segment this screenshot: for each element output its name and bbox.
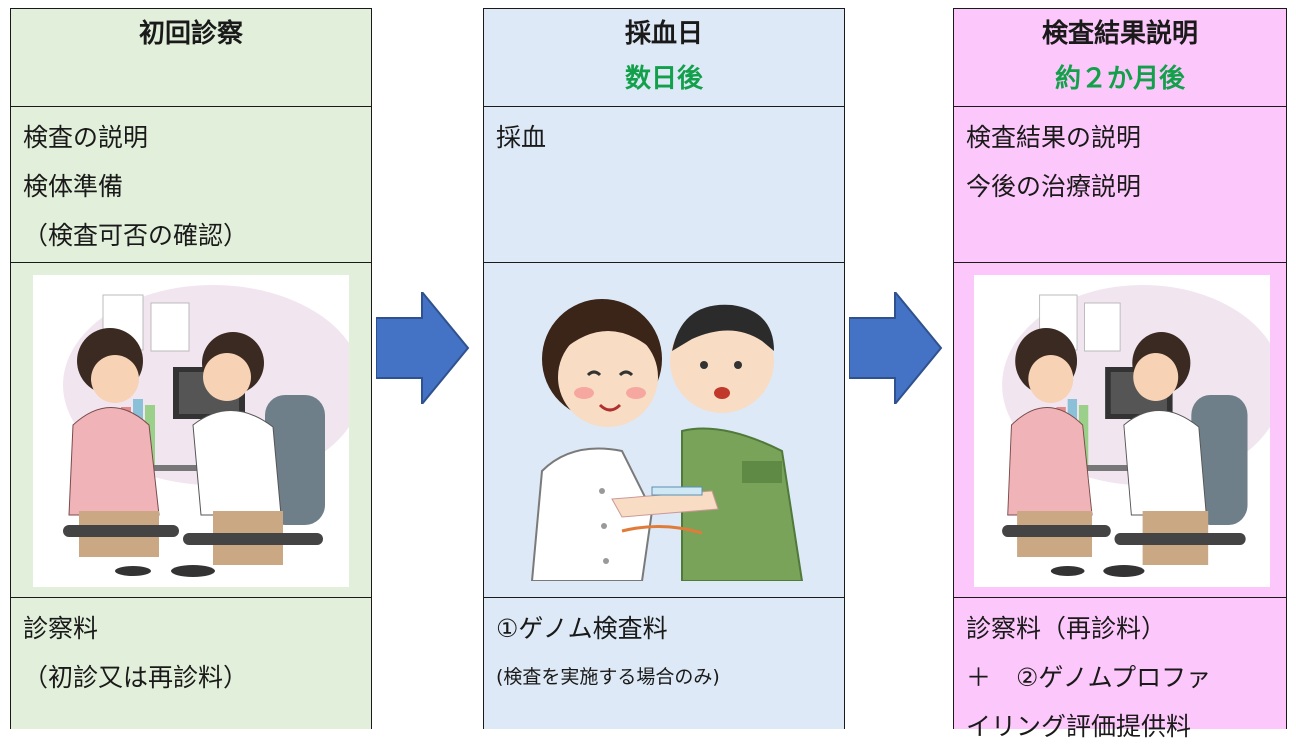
fee-line: （初診又は再診料）	[23, 663, 249, 692]
step-description: 検査の説明 検体準備 （検査可否の確認）	[11, 107, 371, 263]
doctor-consultation-illustration	[33, 275, 349, 587]
step-title: 検査結果説明	[1041, 19, 1198, 49]
fee-line: 診察料（再診料）	[966, 614, 1167, 643]
fee-line: イリング評価提供料	[966, 712, 1192, 741]
blood-draw-illustration	[530, 299, 804, 581]
step-blood-draw: 採血日 数日後 採血 ①ゲノム検査料 (検査を実施する場合のみ)	[483, 8, 845, 729]
description-line: 今後の治療説明	[966, 172, 1142, 201]
description-line: 検査結果の説明	[966, 123, 1142, 152]
description-line: 検体準備	[23, 172, 124, 201]
step-result-explanation: 検査結果説明 約２か月後 検査結果の説明 今後の治療説明	[953, 8, 1287, 741]
step-fees: ①ゲノム検査料 (検査を実施する場合のみ)	[484, 598, 844, 738]
step-fees: 診察料（再診料） ＋ ②ゲノムプロファ イリング評価提供料	[954, 598, 1286, 741]
step-timing: 約２か月後	[1054, 64, 1185, 94]
step-description: 検査結果の説明 今後の治療説明	[954, 107, 1286, 263]
step-title: 採血日	[624, 19, 703, 49]
step-initial-consultation: 初回診察 検査の説明 検体準備 （検査可否の確認）	[10, 8, 372, 729]
step-illustration-cell	[11, 263, 371, 598]
fee-line: 診察料	[23, 614, 99, 643]
step-description: 採血	[484, 107, 844, 263]
description-line: （検査可否の確認）	[23, 221, 249, 250]
step-timing: 数日後	[624, 64, 703, 94]
step-header: 採血日 数日後	[484, 9, 844, 107]
doctor-consultation-illustration	[974, 275, 1270, 587]
right-arrow-icon	[376, 292, 470, 404]
fee-note: (検査を実施する場合のみ)	[496, 666, 720, 688]
fee-line: ＋ ②ゲノムプロファ	[966, 663, 1212, 692]
fee-line: ①ゲノム検査料	[496, 614, 668, 643]
step-title: 初回診察	[138, 19, 243, 49]
step-fees: 診察料 （初診又は再診料）	[11, 598, 371, 738]
step-illustration-cell	[954, 263, 1286, 598]
description-line: 検査の説明	[23, 123, 149, 152]
step-header: 初回診察	[11, 9, 371, 107]
step-header: 検査結果説明 約２か月後	[954, 9, 1286, 107]
step-illustration-cell	[484, 263, 844, 598]
description-line: 採血	[496, 123, 547, 152]
right-arrow-icon	[849, 292, 943, 404]
